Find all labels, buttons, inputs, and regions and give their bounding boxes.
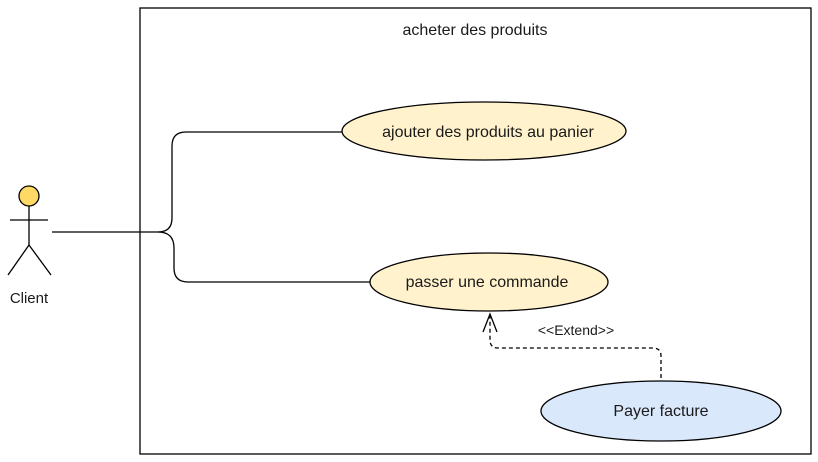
system-boundary — [139, 7, 812, 455]
use-case-ellipse — [341, 101, 627, 161]
extend-label: <<Extend>> — [538, 322, 614, 338]
use-case-payer-facture[interactable]: Payer facture — [540, 380, 782, 442]
association-line-ajouter — [52, 131, 345, 233]
extend-dashed-line — [489, 316, 662, 378]
actor-left-leg — [7, 244, 30, 276]
use-case-ajouter-produits[interactable]: ajouter des produits au panier — [341, 101, 627, 161]
actor-client[interactable]: Client — [7, 185, 52, 307]
association-line-commande — [157, 231, 372, 283]
use-case-ellipse — [540, 380, 782, 442]
actor-label: Client — [10, 290, 49, 307]
use-case-label: ajouter des produits au panier — [382, 124, 594, 141]
use-case-label: Payer facture — [613, 403, 708, 420]
use-case-label: passer une commande — [406, 274, 569, 291]
actor-head — [18, 185, 40, 207]
system-boundary-title: acheter des produits — [403, 22, 548, 39]
use-case-passer-commande[interactable]: passer une commande — [369, 252, 609, 312]
use-case-ellipse — [369, 252, 609, 312]
extend-arrowhead-icon — [482, 312, 498, 333]
actor-right-leg — [28, 244, 52, 276]
